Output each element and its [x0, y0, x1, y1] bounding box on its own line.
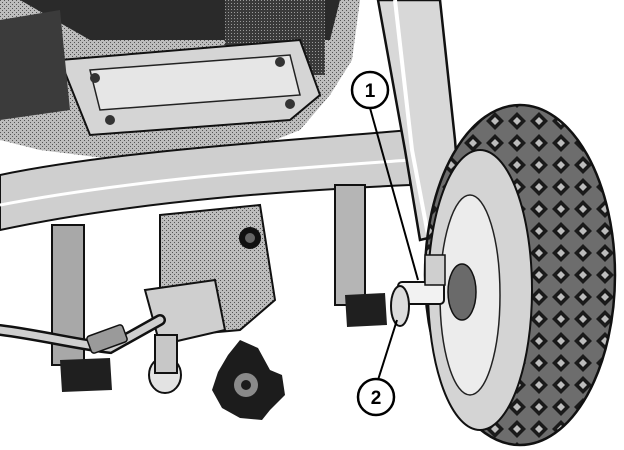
callout-2: 2 [356, 319, 398, 417]
axle-pin-assembly [390, 254, 446, 327]
wheel [423, 103, 617, 447]
callout-1: 1 [350, 70, 419, 281]
hose [0, 314, 166, 355]
callout-1-label: 1 [365, 81, 376, 102]
engine-block [0, 0, 360, 160]
callout-2-label: 2 [371, 388, 382, 409]
pressure-knob [212, 340, 285, 420]
